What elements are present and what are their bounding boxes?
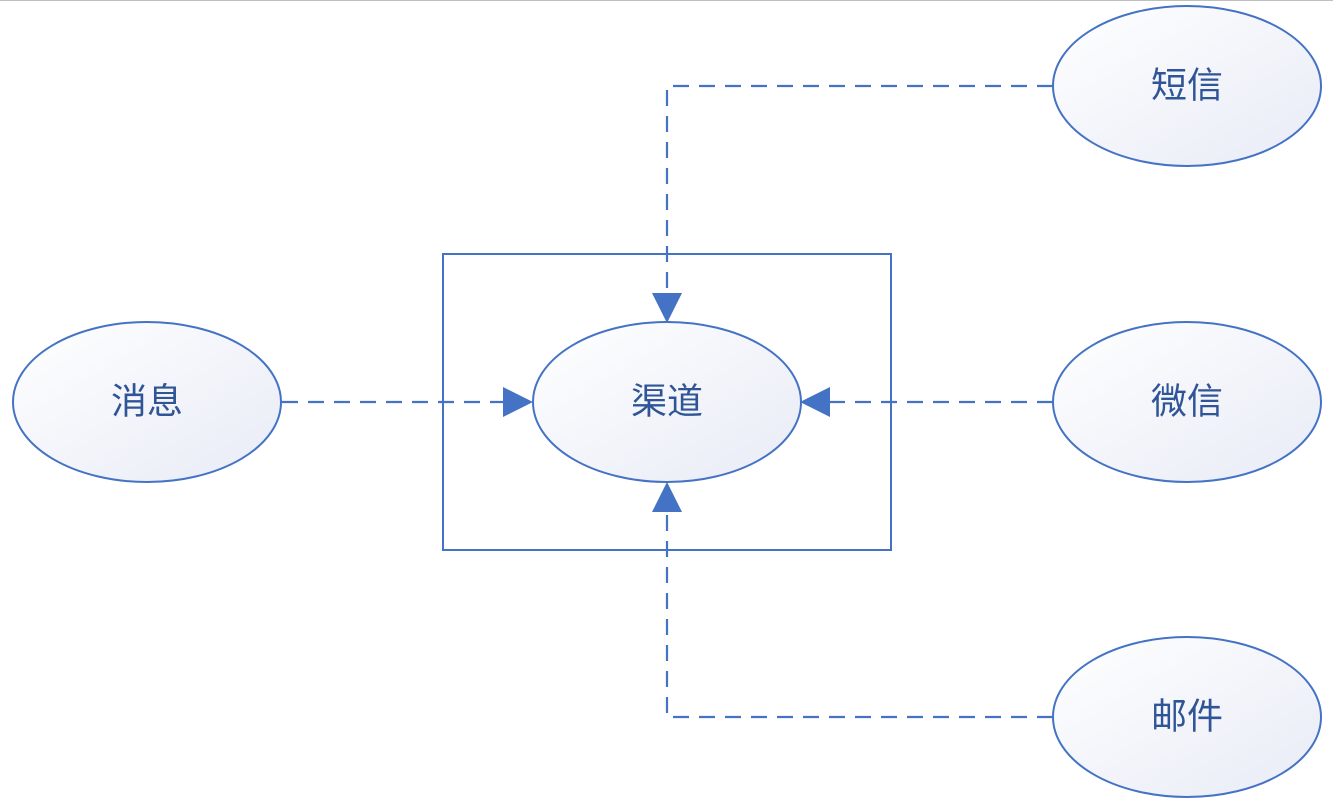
node-channel[interactable]: 渠道 [532,321,802,483]
node-email[interactable]: 邮件 [1052,636,1322,798]
node-message[interactable]: 消息 [12,321,282,483]
node-sms[interactable]: 短信 [1052,5,1322,167]
node-wechat[interactable]: 微信 [1052,321,1322,483]
node-sms-label: 短信 [1151,66,1223,107]
node-email-label: 邮件 [1151,697,1223,738]
top-border-line [0,0,1333,1]
node-sms-shape [1052,5,1322,167]
edge-email-to-channel [652,482,1053,719]
node-channel-label: 渠道 [631,382,703,423]
node-wechat-shape [1052,321,1322,483]
node-email-shape [1052,636,1322,798]
node-wechat-label: 微信 [1151,382,1223,423]
node-channel-shape [532,321,802,483]
node-message-label: 消息 [111,382,183,423]
node-message-shape [12,321,282,483]
edge-sms-to-channel [652,84,1053,323]
